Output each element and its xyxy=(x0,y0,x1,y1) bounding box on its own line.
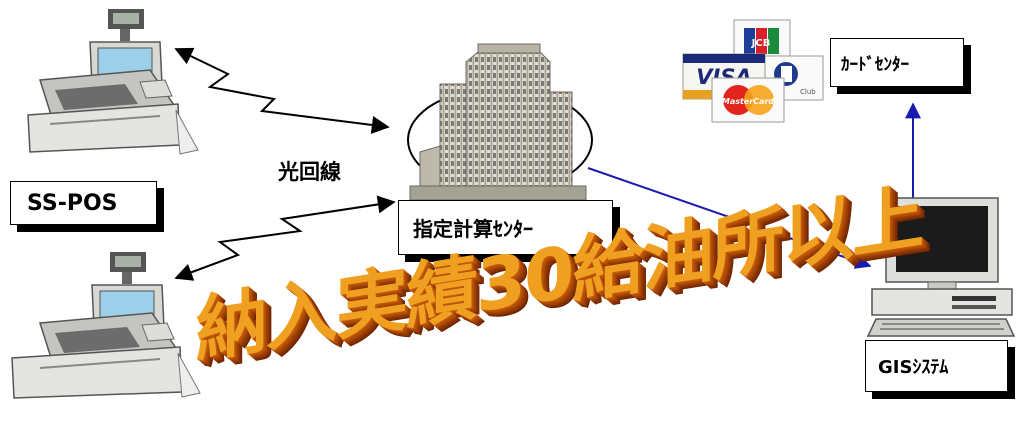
card-center-label-text: ｶｰﾄﾞｾﾝﾀｰ xyxy=(841,55,909,75)
card-logo-label: JCB xyxy=(751,38,771,49)
center-label-text: 指定計算ｾﾝﾀｰ xyxy=(413,213,533,242)
card-center-label: ｶｰﾄﾞｾﾝﾀｰ xyxy=(830,38,964,87)
gis-label: GISｼｽﾃﾑ xyxy=(865,340,1008,392)
card-logo-label: MasterCard xyxy=(722,97,775,106)
building-icon xyxy=(407,43,593,201)
gis-label-text: GISｼｽﾃﾑ xyxy=(878,357,949,378)
credit-card-icon: MasterCard xyxy=(711,77,785,123)
optical-line-label: 光回線 xyxy=(278,160,341,184)
center-label: 指定計算ｾﾝﾀｰ xyxy=(398,200,613,255)
line-arrow-bottom xyxy=(174,195,396,281)
pos-register-icon xyxy=(11,252,201,399)
line-arrow-top xyxy=(174,47,390,134)
pos-label-text: SS-POS xyxy=(27,190,118,216)
computer-icon xyxy=(866,197,1016,337)
pos-label: SS-POS xyxy=(10,181,157,225)
center-gis-link xyxy=(587,167,872,269)
pos-register-icon xyxy=(27,9,199,155)
card-logo-label: Club xyxy=(800,88,816,96)
